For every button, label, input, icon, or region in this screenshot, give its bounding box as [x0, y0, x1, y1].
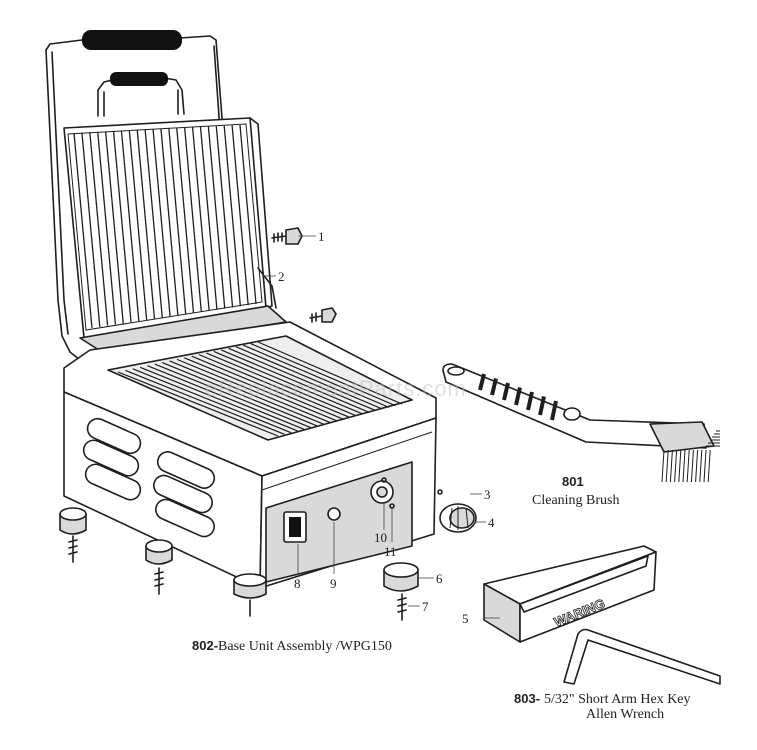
- callout-9: 9: [330, 576, 337, 591]
- caption-hex-key-line1: 5/32" Short Arm Hex Key: [544, 692, 690, 707]
- callout-7: 7: [422, 599, 429, 614]
- callout-numbers: 1 2 3 4 5 6 7 8 9 10 11: [278, 229, 495, 626]
- drip-tray: WARING: [483, 545, 657, 643]
- thermostat-knob-mount: [370, 477, 395, 509]
- callout-5: 5: [462, 611, 469, 626]
- callout-3: 3: [484, 487, 491, 502]
- lid-handle-inner: [97, 72, 185, 117]
- caption-brush-text: Cleaning Brush: [532, 493, 620, 508]
- callout-2: 2: [278, 269, 285, 284]
- side-vents: [82, 417, 216, 538]
- caption-base-unit: 802-Base Unit Assembly /WPG150: [192, 638, 392, 654]
- hinge-screw-1: [271, 227, 303, 245]
- indicator-light: [327, 507, 341, 521]
- loose-feet: [59, 507, 173, 595]
- upper-grill-plate: [63, 117, 277, 339]
- caption-brush-code: 801: [562, 474, 584, 489]
- callout-8: 8: [294, 576, 301, 591]
- caption-base-unit-text: Base Unit Assembly /WPG150: [218, 639, 392, 654]
- caption-hex-key-code: 803-: [514, 691, 540, 706]
- svg-text:803-5/32" Short Arm Hex Key: 803- 5/32" Short Arm Hex Key: [514, 691, 691, 707]
- caption-hex-key-line2: Allen Wrench: [586, 707, 664, 722]
- foot-screw-part-7: [397, 593, 407, 621]
- thermostat-knob: [439, 503, 477, 533]
- set-screw: [437, 489, 443, 495]
- callout-1: 1: [318, 229, 325, 244]
- grill-feet: [233, 573, 267, 617]
- svg-text:802-Base Unit Assembly /WPG15: 802-Base Unit Assembly /WPG150: [192, 638, 392, 654]
- watermark: eReplacementParts.com: [205, 376, 467, 401]
- panini-grill: [45, 30, 437, 617]
- caption-brush: 801 Cleaning Brush: [532, 474, 620, 508]
- callout-6: 6: [436, 571, 443, 586]
- hex-key: [563, 628, 721, 685]
- power-switch: [283, 511, 307, 543]
- callout-10: 10: [374, 530, 387, 545]
- caption-base-unit-code: 802-: [192, 638, 218, 653]
- leader-lines: [262, 235, 500, 619]
- foot-part-6: [383, 562, 419, 592]
- caption-hex-key: 803- 5/32" Short Arm Hex Key Allen Wrench: [514, 691, 691, 722]
- callout-11: 11: [384, 544, 397, 559]
- cleaning-brush: [442, 363, 720, 483]
- hinge-screw-2: [309, 307, 337, 323]
- callout-4: 4: [488, 515, 495, 530]
